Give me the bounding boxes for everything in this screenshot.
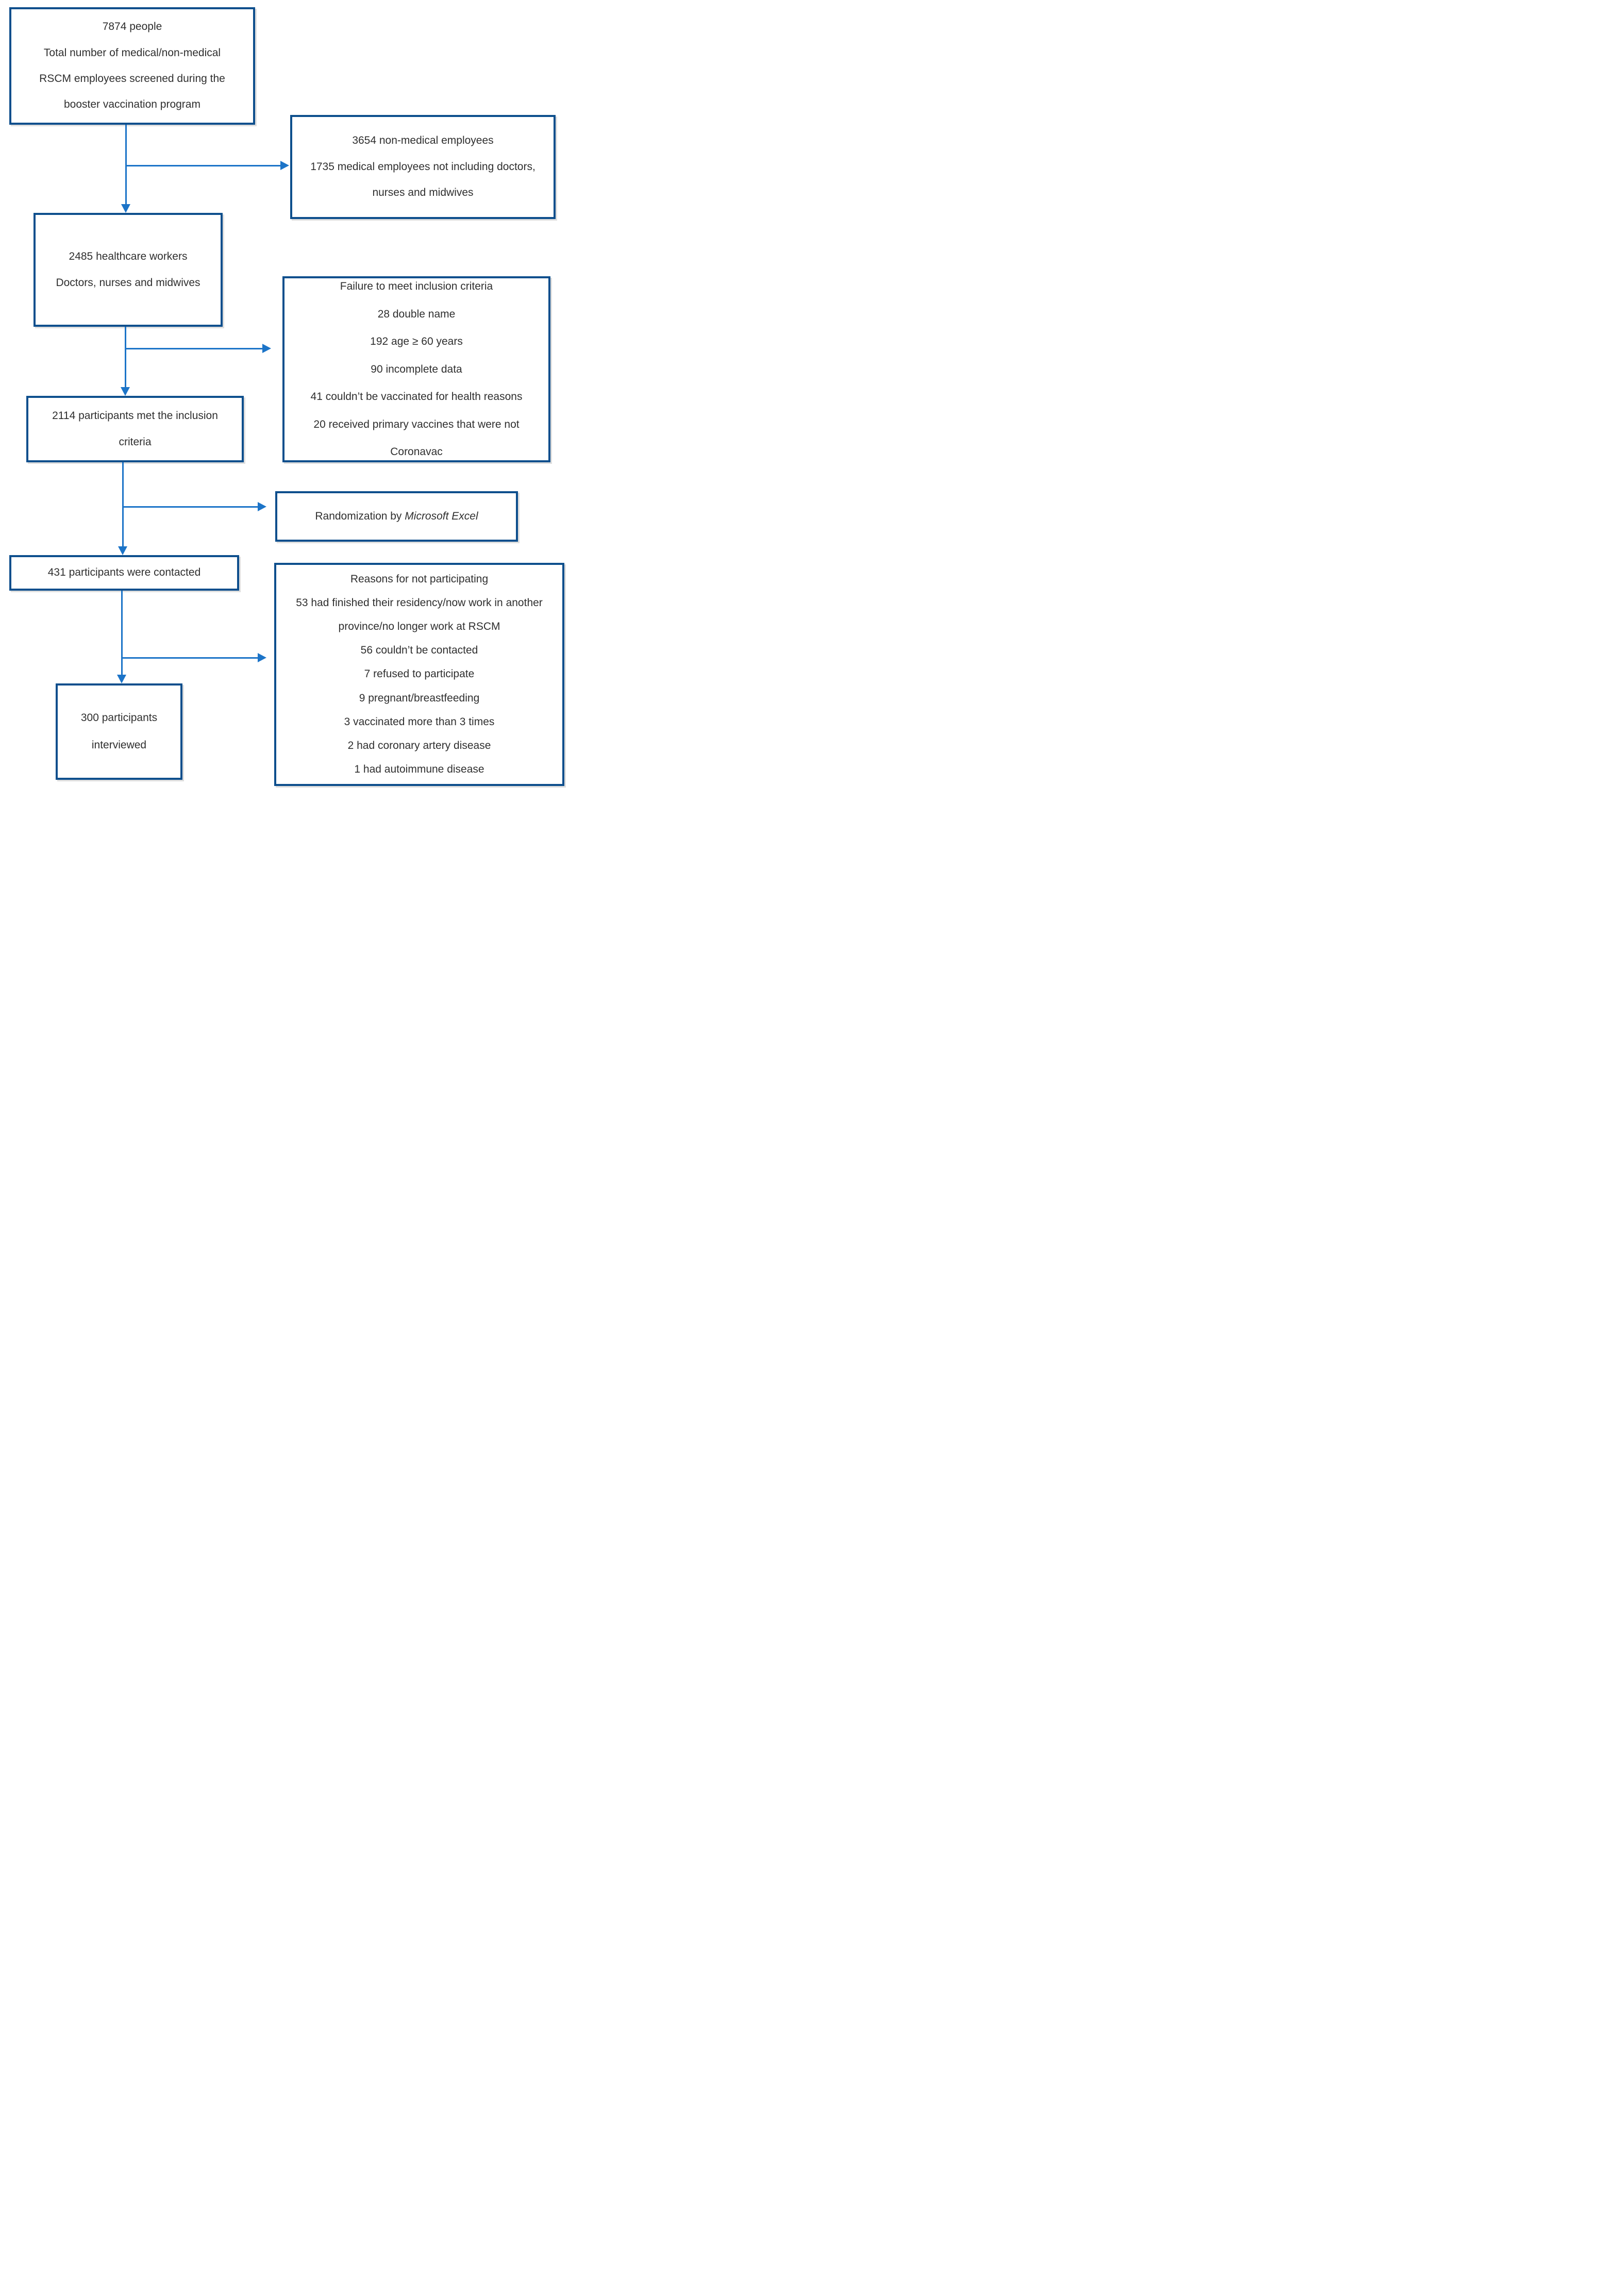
box-text-line: 9 pregnant/breastfeeding [359, 692, 480, 704]
box-text-line: Randomization by Microsoft Excel [315, 504, 478, 529]
box-text-line: 431 participants were contacted [47, 566, 201, 579]
box-text-line: 20 received primary vaccines that were n… [313, 418, 520, 430]
box-text-line: 2485 healthcare workers [69, 250, 188, 263]
connector-criteria-to-contacted [122, 462, 124, 546]
arrowhead-right-icon [258, 653, 266, 662]
box-text-line: 192 age ≥ 60 years [370, 336, 463, 348]
box-participants-interviewed: 300 participants interviewed [56, 683, 182, 780]
box-text-line: province/no longer work at RSCM [338, 621, 500, 633]
box-text-line: 90 incomplete data [371, 363, 462, 375]
box-text-line: 300 participants [80, 712, 158, 724]
box-participants-contacted: 431 participants were contacted [9, 555, 239, 591]
box-text-line: criteria [119, 436, 152, 448]
box-text-line: interviewed [91, 739, 147, 751]
box-text-line: 28 double name [377, 308, 456, 320]
box-reasons-not-participating: Reasons for not participating 53 had fin… [274, 563, 564, 786]
box-text-line: 2114 participants met the inclusion [52, 410, 218, 422]
flow-diagram-canvas: 7874 people Total number of medical/non-… [0, 0, 567, 794]
box-screened-total: 7874 people Total number of medical/non-… [9, 7, 255, 125]
box-inclusion-failure: Failure to meet inclusion criteria 28 do… [282, 276, 550, 462]
box-text-line: 3654 non-medical employees [352, 135, 494, 147]
box-text-line: Reasons for not participating [350, 573, 489, 585]
connector-healthcare-to-criteria [125, 327, 126, 387]
box-text-line: 2 had coronary artery disease [347, 739, 491, 751]
box-text-line: nurses and midwives [372, 187, 474, 199]
box-text-line: 53 had finished their residency/now work… [296, 596, 543, 609]
arrowhead-down-icon [117, 675, 126, 683]
arrowhead-down-icon [121, 204, 130, 213]
connector-branch-to-excluded [125, 165, 281, 166]
box-text-line: Total number of medical/non-medical [43, 46, 221, 59]
box-text-line: 7874 people [102, 21, 162, 33]
box-text-line: 41 couldn’t be vaccinated for health rea… [310, 391, 523, 403]
connector-branch-to-inclusion-failure [125, 348, 263, 349]
box-healthcare-workers: 2485 healthcare workers Doctors, nurses … [34, 213, 223, 327]
box-text-line: 1 had autoimmune disease [354, 763, 484, 776]
box-text-line: 3 vaccinated more than 3 times [344, 715, 495, 728]
arrowhead-down-icon [118, 546, 127, 555]
box-text-line: booster vaccination program [64, 98, 200, 111]
randomization-text: Randomization by [315, 510, 405, 522]
box-text-line: 56 couldn’t be contacted [360, 644, 478, 657]
box-met-inclusion-criteria: 2114 participants met the inclusion crit… [26, 396, 244, 462]
box-text-line: 7 refused to participate [364, 668, 475, 680]
connector-branch-to-not-participating [121, 657, 258, 659]
box-excluded-employees: 3654 non-medical employees 1735 medical … [290, 115, 556, 219]
randomization-tool-name: Microsoft Excel [405, 510, 478, 522]
box-text-line: RSCM employees screened during the [39, 73, 225, 85]
arrowhead-down-icon [121, 387, 130, 396]
arrowhead-right-icon [262, 344, 271, 353]
connector-contacted-to-interviewed [121, 591, 123, 675]
arrowhead-right-icon [280, 161, 289, 170]
arrowhead-right-icon [258, 502, 266, 511]
box-text-line: 1735 medical employees not including doc… [310, 160, 535, 173]
box-text-line: Doctors, nurses and midwives [56, 276, 200, 289]
box-randomization: Randomization by Microsoft Excel [275, 491, 518, 542]
connector-branch-to-randomization [122, 506, 258, 508]
box-text-line: Coronavac [390, 446, 443, 458]
box-text-line: Failure to meet inclusion criteria [340, 280, 493, 293]
